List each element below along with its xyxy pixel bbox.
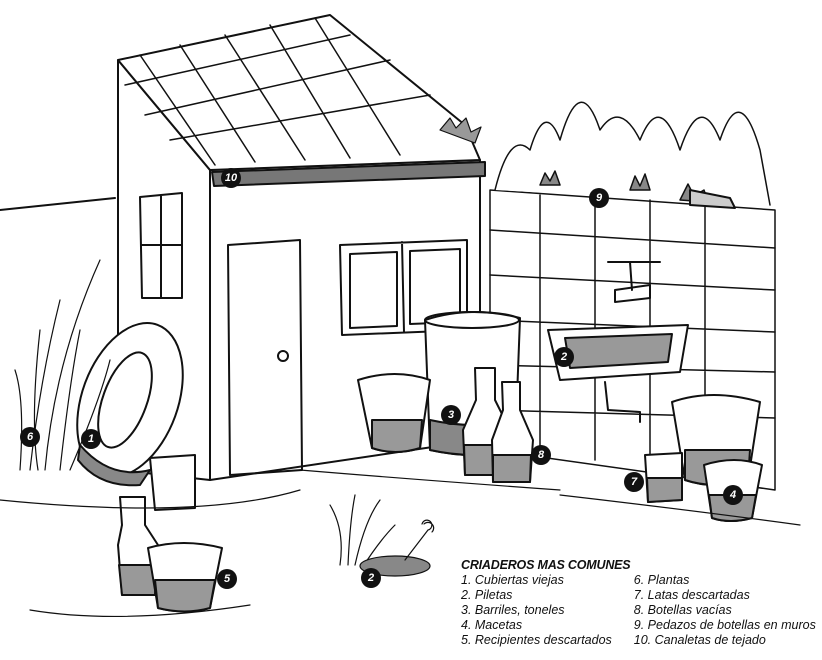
marker-2-dish: 2	[361, 568, 381, 588]
legend-item: 6. Plantas	[633, 573, 690, 587]
legend-column-right: 6. Plantas 7. Latas descartadas 8. Botel…	[634, 573, 816, 648]
legend-item: 9. Pedazos de botellas en muros	[633, 618, 816, 632]
legend-item: 3. Barriles, toneles	[461, 603, 565, 617]
marker-9: 9	[589, 188, 609, 208]
side-window	[139, 192, 183, 299]
tire	[76, 322, 184, 487]
marker-8: 8	[531, 445, 551, 465]
sink	[547, 261, 689, 423]
buckets	[147, 373, 763, 613]
door	[227, 239, 303, 476]
bottles	[117, 367, 534, 596]
marker-7: 7	[624, 472, 644, 492]
legend-column-left: 1. Cubiertas viejas 2. Piletas 3. Barril…	[461, 573, 612, 648]
legend-item: 2. Piletas	[461, 588, 513, 602]
marker-5: 5	[217, 569, 237, 589]
marker-3: 3	[441, 405, 461, 425]
legend: CRIADEROS MAS COMUNES 1. Cubiertas vieja…	[461, 558, 816, 648]
fence-line	[0, 197, 116, 211]
marker-4: 4	[723, 485, 743, 505]
roof	[117, 14, 486, 187]
gutter	[211, 161, 486, 187]
legend-item: 10. Canaletas de tejado	[633, 633, 766, 647]
legend-item: 7. Latas descartadas	[633, 588, 750, 602]
legend-item: 1. Cubiertas viejas	[461, 573, 564, 587]
broken-bottle	[689, 189, 736, 209]
marker-10: 10	[221, 168, 241, 188]
legend-item: 8. Botellas vacías	[633, 603, 732, 617]
marker-2-sink: 2	[554, 347, 574, 367]
marker-1: 1	[81, 429, 101, 449]
legend-item: 5. Recipientes descartados	[461, 633, 612, 647]
legend-title: CRIADEROS MAS COMUNES	[461, 558, 631, 572]
legend-item: 4. Macetas	[461, 618, 523, 632]
marker-6: 6	[20, 427, 40, 447]
